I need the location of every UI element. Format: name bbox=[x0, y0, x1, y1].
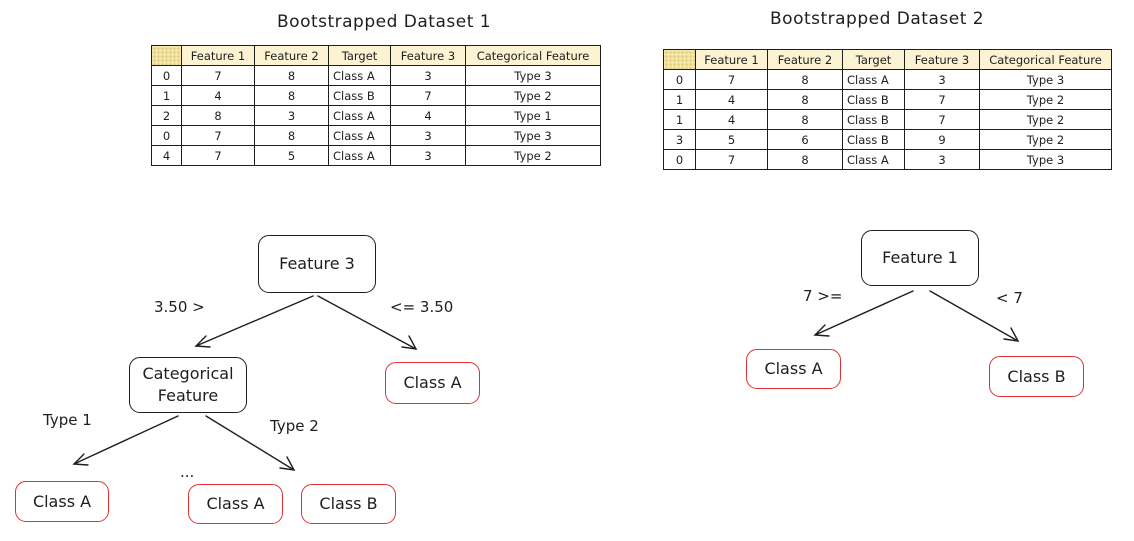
table-cell: 7 bbox=[695, 149, 768, 170]
row-index-cell: 0 bbox=[663, 149, 696, 170]
table-cell: Class B bbox=[842, 109, 905, 130]
arrowhead bbox=[401, 335, 418, 350]
tree1-leaf-type2: Class B bbox=[301, 484, 396, 524]
dataset-2-title: Bootstrapped Dataset 2 bbox=[770, 9, 985, 29]
type1-edge-label: Type 1 bbox=[43, 411, 92, 429]
table-cell: 8 bbox=[767, 149, 843, 170]
table-header-cell: Feature 3 bbox=[904, 49, 980, 70]
tree1-leaf-type1: Class A bbox=[15, 481, 109, 522]
type2-edge-label: Type 2 bbox=[270, 417, 319, 435]
table-cell: Type 2 bbox=[979, 129, 1112, 150]
table-header-cell: Feature 2 bbox=[254, 45, 329, 66]
edge-root-to-categorical bbox=[195, 295, 314, 347]
table-cell: Class B bbox=[842, 129, 905, 150]
tree2-left-leaf: Class A bbox=[746, 349, 841, 389]
edge-t2-right bbox=[929, 290, 1019, 342]
node-label: Class A bbox=[764, 359, 823, 379]
table-header-cell: Feature 2 bbox=[767, 49, 843, 70]
tree1-root-node: Feature 3 bbox=[258, 235, 376, 293]
table-cell: Class A bbox=[842, 69, 905, 90]
arrowhead bbox=[813, 324, 830, 337]
tree2-right-leaf: Class B bbox=[989, 356, 1084, 397]
arrowhead bbox=[1003, 327, 1020, 342]
dataset-1-title: Bootstrapped Dataset 1 bbox=[277, 12, 492, 32]
edge-root-to-class-a bbox=[317, 295, 417, 350]
arrowhead bbox=[279, 456, 296, 471]
tree1-leaf-other: Class A bbox=[188, 484, 283, 524]
arrowhead bbox=[194, 335, 211, 348]
tree1-left-edge-label: 3.50 > bbox=[154, 298, 205, 316]
node-label: Feature 1 bbox=[882, 248, 958, 268]
node-label: Class B bbox=[1007, 366, 1066, 386]
table-header-cell: Target bbox=[842, 49, 905, 70]
tree2-root-node: Feature 1 bbox=[861, 230, 979, 286]
edge-type1 bbox=[73, 415, 179, 465]
edge-t2-left bbox=[814, 290, 914, 336]
table-cell: Class A bbox=[842, 149, 905, 170]
table-header-cell: Feature 1 bbox=[181, 45, 255, 66]
table-cell: Class A bbox=[328, 125, 391, 146]
tree1-categorical-node: Categorical Feature bbox=[129, 357, 247, 413]
node-label: Categorical Feature bbox=[142, 364, 234, 405]
node-label: Feature 3 bbox=[279, 254, 355, 274]
table-header-cell: Categorical Feature bbox=[979, 49, 1112, 70]
node-label: Class A bbox=[32, 491, 92, 511]
table-header-cell: Categorical Feature bbox=[465, 45, 601, 66]
table-cell: Type 1 bbox=[465, 105, 601, 126]
table-header-cell: Feature 3 bbox=[390, 45, 466, 66]
table-cell: 7 bbox=[181, 145, 255, 166]
table-corner-cell bbox=[151, 45, 182, 66]
tree1-right-edge-label: <= 3.50 bbox=[390, 298, 454, 316]
ellipsis-label: ... bbox=[180, 463, 195, 481]
table-cell: Class A bbox=[328, 145, 391, 166]
node-label: Class A bbox=[403, 373, 462, 393]
node-label: Class B bbox=[319, 494, 378, 514]
table-cell: Type 3 bbox=[979, 69, 1112, 90]
tree1-right-leaf: Class A bbox=[385, 362, 480, 404]
arrowhead bbox=[72, 453, 89, 466]
node-label: Class A bbox=[206, 494, 265, 514]
edge-type2 bbox=[205, 415, 295, 471]
table-cell: Type 3 bbox=[979, 149, 1112, 170]
tree2-left-edge-label: 7 >= bbox=[803, 287, 843, 305]
table-corner-cell bbox=[663, 49, 696, 70]
table-cell: Type 2 bbox=[465, 145, 601, 166]
tree2-right-edge-label: < 7 bbox=[996, 289, 1023, 307]
